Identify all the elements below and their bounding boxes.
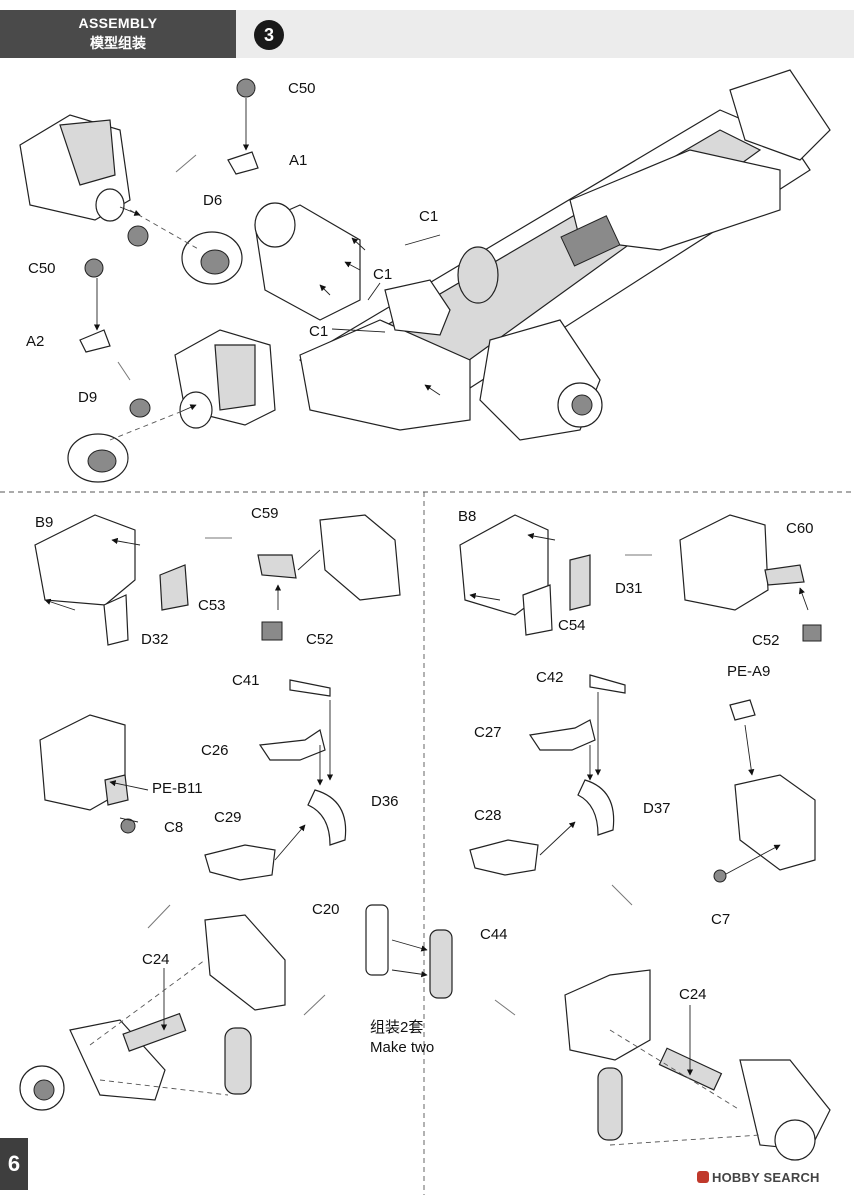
label-b9: B9: [35, 514, 53, 531]
label-c7: C7: [711, 911, 730, 928]
label-c20: C20: [312, 901, 340, 918]
page-number: 6: [0, 1138, 28, 1190]
rear-axle-right-drawing: [564, 969, 831, 1161]
label-b8: B8: [458, 508, 476, 525]
bracket-assembly-left-drawing: [39, 714, 136, 834]
label-c28: C28: [474, 807, 502, 824]
label-c26: C26: [201, 742, 229, 759]
chassis-frame-drawing: [254, 69, 831, 441]
watermark-text: HOBBY SEARCH: [712, 1170, 820, 1185]
front-suspension-lower-drawing: [67, 258, 276, 483]
label-c41: C41: [232, 672, 260, 689]
make-two-note-chinese: 组装2套: [370, 1019, 423, 1036]
assembly-title: ASSEMBLY: [78, 15, 158, 31]
label-c1-a: C1: [419, 208, 438, 225]
label-c52-left: C52: [306, 631, 334, 648]
label-pe-b11: PE-B11: [152, 780, 203, 797]
label-d36: D36: [371, 793, 399, 810]
chassis-bracket-b8-result-drawing: [679, 514, 822, 642]
label-c24-left: C24: [142, 951, 170, 968]
label-c29: C29: [214, 809, 242, 826]
label-c54: C54: [558, 617, 586, 634]
label-d9: D9: [78, 389, 97, 406]
label-c8: C8: [164, 819, 183, 836]
hobby-search-logo-icon: [697, 1171, 709, 1183]
make-two-note: Make two: [370, 1039, 434, 1056]
label-c1-c: C1: [309, 323, 328, 340]
watermark: HOBBY SEARCH: [697, 1170, 820, 1185]
assembly-title-block: ASSEMBLY 模型组装: [0, 10, 236, 58]
label-a2: A2: [26, 333, 44, 350]
label-pe-a9: PE-A9: [727, 663, 770, 680]
label-d32: D32: [141, 631, 169, 648]
chassis-bracket-b8-drawing: [459, 514, 591, 636]
label-c1-b: C1: [373, 266, 392, 283]
suspension-arm-right-drawing: [469, 674, 626, 876]
label-d37: D37: [643, 800, 671, 817]
rear-axle-left-drawing: [19, 914, 286, 1111]
label-d31: D31: [615, 580, 643, 597]
suspension-arm-left-drawing: [204, 679, 347, 881]
assembly-title-chinese: 模型组装: [90, 35, 146, 51]
chassis-bracket-b9-result-drawing: [257, 514, 401, 641]
label-c60: C60: [786, 520, 814, 537]
label-c50-top: C50: [288, 80, 316, 97]
label-c50-left: C50: [28, 260, 56, 277]
label-c52-right: C52: [752, 632, 780, 649]
label-c42: C42: [536, 669, 564, 686]
front-suspension-upper-drawing: [19, 78, 259, 285]
label-c24-right: C24: [679, 986, 707, 1003]
label-a1: A1: [289, 152, 307, 169]
chassis-bracket-b9-drawing: [34, 514, 189, 646]
label-d6: D6: [203, 192, 222, 209]
label-c44: C44: [480, 926, 508, 943]
label-c53: C53: [198, 597, 226, 614]
label-c59: C59: [251, 505, 279, 522]
label-c27: C27: [474, 724, 502, 741]
bracket-assembly-right-drawing: [713, 699, 816, 883]
spring-parts-drawing: [365, 904, 453, 999]
step-number-badge: 3: [254, 20, 284, 50]
